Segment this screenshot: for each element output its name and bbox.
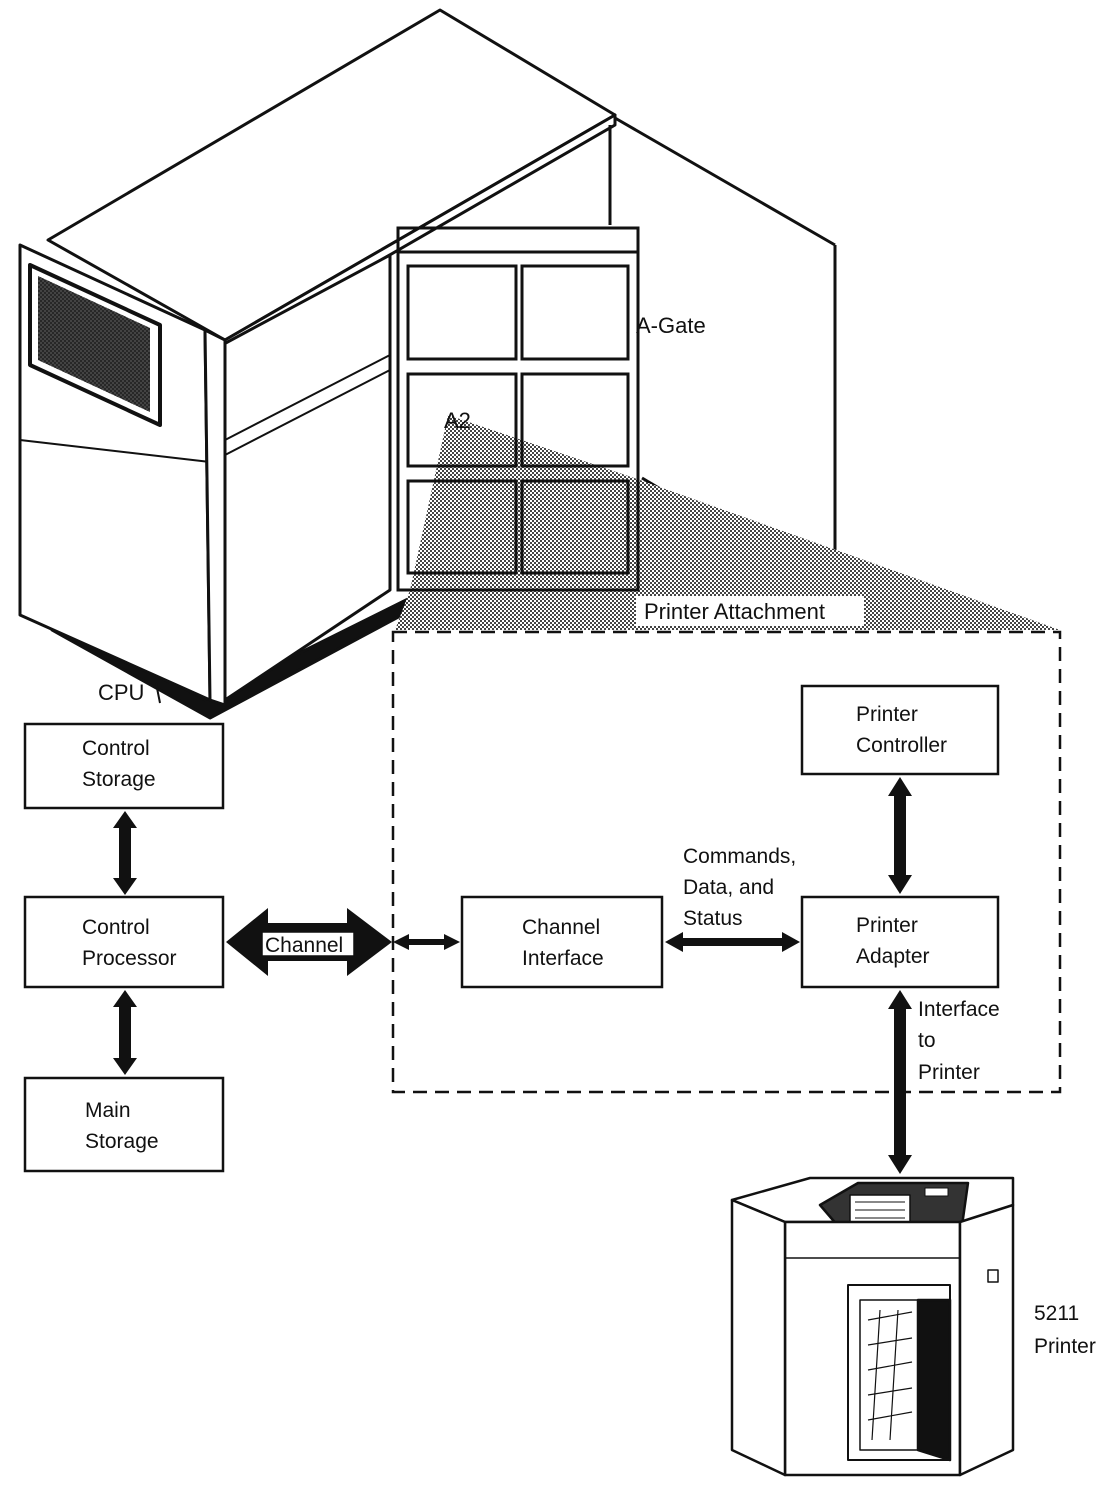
board-slot	[520, 479, 630, 575]
a-gate-frame	[396, 226, 640, 592]
cpu-bezel	[203, 328, 227, 707]
main-storage-line-2: Storage	[85, 1130, 159, 1153]
printer-label-line-1: 5211	[1034, 1302, 1079, 1325]
channel-interface-line-2: Interface	[522, 947, 604, 970]
main-storage-line-1: Main	[85, 1099, 131, 1122]
interface-label-line-2: to	[918, 1029, 936, 1052]
arrow-processor-main-storage	[113, 990, 137, 1075]
control-storage-block	[23, 722, 225, 810]
channel-interface-line-1: Channel	[522, 916, 600, 939]
printer-attachment-label: Printer Attachment	[644, 599, 825, 624]
main-storage-block	[23, 1076, 225, 1173]
interface-label-line-1: Interface	[918, 998, 1000, 1021]
control-storage-line-2: Storage	[82, 768, 156, 791]
commands-label-line-2: Data, and	[683, 876, 774, 899]
interface-label-line-3: Printer	[918, 1061, 980, 1084]
printer-adapter-block	[800, 895, 1000, 989]
control-processor-block	[23, 895, 225, 989]
a-gate-label: A-Gate	[636, 313, 706, 338]
printer-adapter-line-1: Printer	[856, 914, 918, 937]
attachment-projection	[395, 415, 1060, 630]
printer-label-line-2: Printer	[1034, 1335, 1096, 1358]
commands-label-line-3: Status	[683, 907, 743, 930]
channel-label: Channel	[265, 934, 343, 957]
printer-illustration	[730, 1176, 1015, 1477]
a2-label: A2	[444, 408, 471, 433]
board-slot-a2	[406, 479, 518, 575]
channel-interface-block	[460, 895, 664, 989]
board-slot	[406, 372, 518, 468]
cpu-label: CPU	[98, 680, 144, 705]
control-processor-line-2: Processor	[82, 947, 177, 970]
channel-label-bg	[261, 931, 355, 957]
printer-controller-block	[800, 684, 1000, 776]
printer-controller-line-1: Printer	[856, 703, 918, 726]
printer-side	[730, 1198, 787, 1477]
board-slot	[520, 264, 630, 361]
commands-label-line-1: Commands,	[683, 845, 796, 868]
board-slot	[406, 264, 518, 361]
control-storage-line-1: Control	[82, 737, 150, 760]
board-slot	[520, 372, 630, 468]
arrow-boundary-interface	[393, 934, 460, 950]
printer-switch	[987, 1269, 999, 1283]
printer-controller-line-2: Controller	[856, 734, 947, 757]
printer-attachment-boundary	[391, 630, 1062, 1094]
arrow-storage-processor	[113, 811, 137, 895]
arrow-controller-adapter	[888, 777, 912, 894]
cpu-cabinet	[18, 8, 617, 720]
control-processor-line-1: Control	[82, 916, 150, 939]
arrow-interface-adapter	[665, 932, 800, 952]
attachment-label-bg	[636, 596, 864, 626]
printer-adapter-line-2: Adapter	[856, 945, 930, 968]
a-gate	[396, 226, 640, 592]
arrow-adapter-printer	[888, 990, 912, 1174]
